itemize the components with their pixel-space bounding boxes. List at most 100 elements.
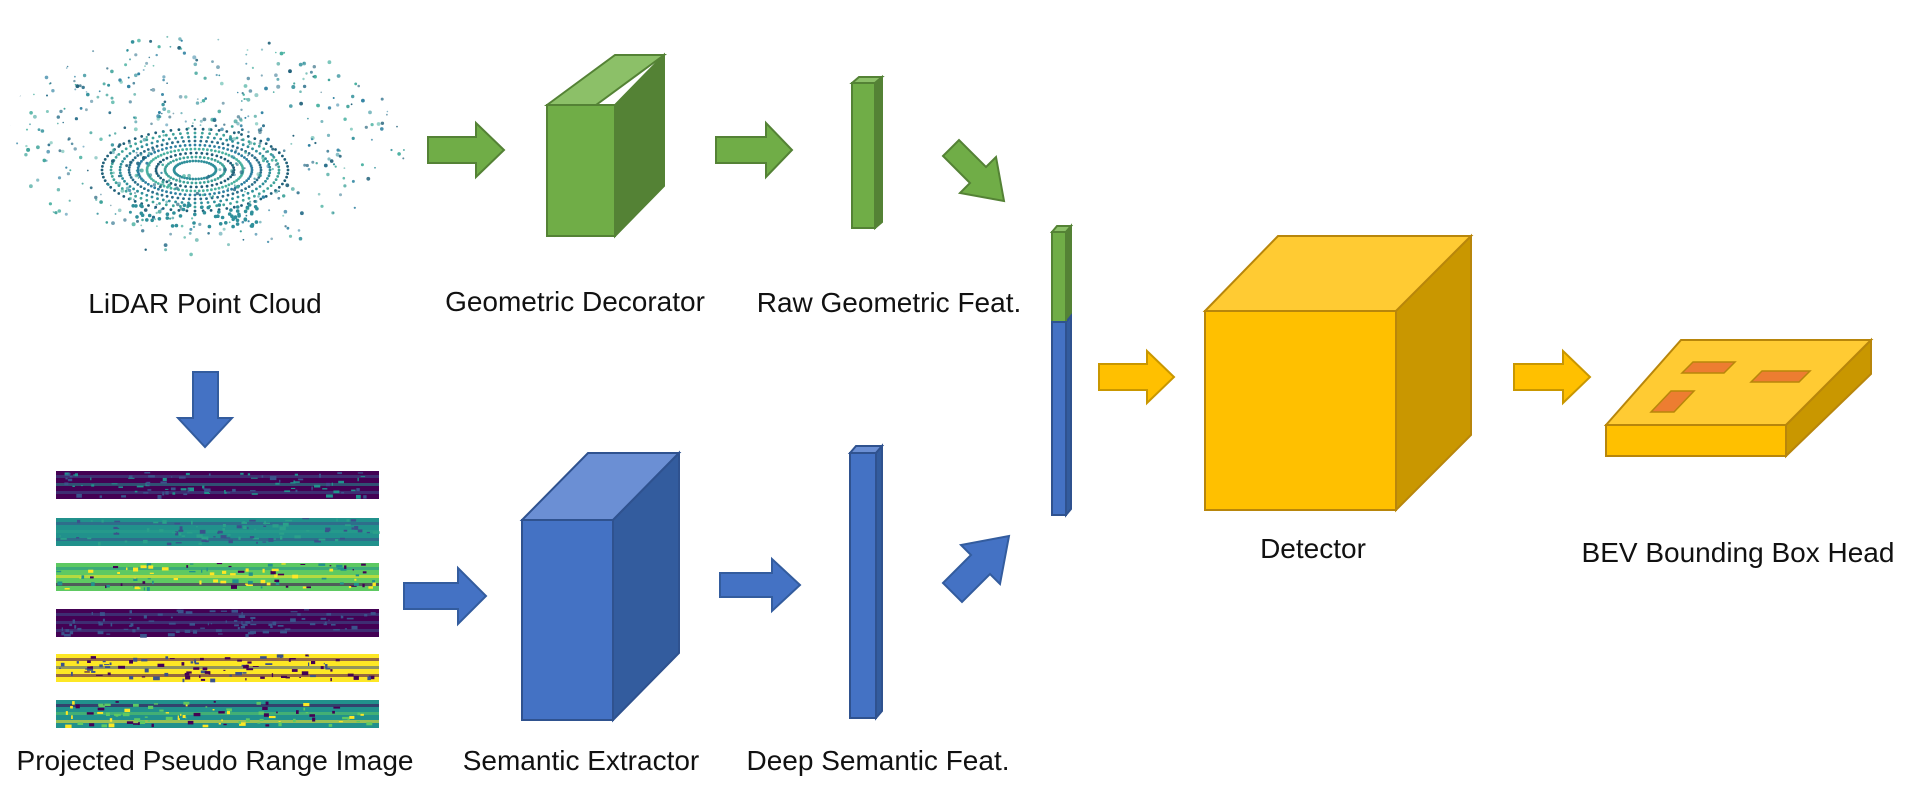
point-cloud-point: [151, 88, 156, 92]
point-cloud-point: [267, 41, 271, 45]
point-cloud-point: [264, 157, 267, 161]
point-cloud-point: [156, 140, 159, 143]
point-cloud-point: [191, 159, 195, 163]
point-cloud-point: [327, 157, 331, 161]
point-cloud-point: [210, 157, 214, 161]
point-cloud-point: [160, 193, 164, 197]
point-cloud-point: [132, 198, 135, 201]
point-cloud-point: [217, 109, 222, 114]
point-cloud-point: [169, 208, 173, 212]
point-cloud-point: [215, 132, 219, 136]
point-cloud-point: [142, 156, 146, 160]
range-image-stack: [56, 471, 380, 728]
point-cloud-point: [128, 188, 132, 193]
point-cloud-point: [261, 195, 266, 199]
point-cloud-point: [65, 166, 68, 169]
point-cloud-point: [219, 161, 222, 165]
point-cloud-point: [74, 83, 77, 86]
point-cloud-point: [351, 136, 355, 140]
point-cloud-point: [207, 224, 212, 229]
bounding-box-icon: [1749, 370, 1812, 383]
point-cloud-point: [231, 140, 234, 143]
point-cloud-point: [163, 100, 167, 104]
point-cloud-point: [164, 133, 168, 137]
point-cloud-point: [165, 180, 169, 184]
point-cloud-point: [146, 154, 150, 158]
point-cloud-point: [233, 119, 238, 124]
point-cloud-point: [157, 193, 160, 196]
point-cloud-point: [133, 156, 137, 160]
point-cloud-point: [165, 190, 168, 194]
point-cloud-point: [278, 190, 280, 193]
point-cloud-point: [137, 38, 141, 43]
point-cloud-point: [245, 53, 248, 56]
point-cloud-point: [251, 189, 254, 193]
point-cloud-point: [253, 137, 257, 141]
point-cloud-point: [220, 215, 225, 220]
point-cloud-point: [230, 125, 234, 128]
point-cloud-point: [326, 149, 330, 153]
point-cloud-point: [157, 217, 162, 221]
point-cloud-point: [179, 205, 182, 208]
point-cloud-point: [224, 221, 228, 225]
point-cloud-point: [315, 162, 318, 165]
point-cloud-point: [178, 192, 182, 196]
point-cloud-point: [284, 225, 287, 228]
point-cloud-point: [176, 140, 180, 144]
point-cloud-point: [64, 212, 68, 216]
point-cloud-point: [217, 210, 221, 214]
point-cloud-point: [206, 148, 209, 152]
point-cloud-point: [251, 147, 254, 151]
point-cloud-point: [174, 145, 177, 148]
point-cloud-point: [41, 227, 45, 230]
point-cloud-point: [338, 154, 342, 158]
point-cloud-point: [331, 211, 335, 215]
point-cloud-point: [81, 85, 85, 90]
point-cloud-point: [109, 151, 113, 155]
point-cloud-point: [199, 139, 203, 143]
point-cloud-point: [193, 201, 197, 205]
point-cloud-point: [146, 189, 150, 192]
point-cloud-point: [221, 173, 224, 177]
point-cloud-point: [246, 49, 249, 51]
point-cloud-point: [109, 185, 113, 189]
point-cloud-point: [264, 179, 267, 183]
point-cloud-point: [402, 157, 405, 160]
point-cloud-point: [360, 163, 364, 167]
point-cloud-point: [232, 166, 236, 170]
point-cloud-point: [166, 82, 168, 84]
point-cloud-point: [138, 175, 142, 178]
point-cloud-point: [112, 178, 116, 182]
point-cloud-point: [258, 142, 262, 145]
point-cloud-point: [185, 160, 189, 164]
point-cloud-point: [249, 164, 253, 168]
point-cloud-point: [199, 197, 203, 201]
point-cloud-point: [364, 125, 368, 129]
point-cloud-point: [202, 176, 206, 180]
point-cloud-point: [128, 210, 132, 214]
point-cloud-point: [182, 203, 187, 208]
bev-head-label: BEV Bounding Box Head: [1581, 537, 1895, 568]
point-cloud-point: [210, 153, 214, 157]
point-cloud-point: [193, 209, 197, 213]
point-cloud-point: [254, 232, 258, 236]
point-cloud-point: [195, 185, 198, 189]
point-cloud-point: [221, 185, 224, 189]
point-cloud-point: [229, 202, 232, 205]
point-cloud-point: [70, 142, 74, 146]
point-cloud-point: [266, 187, 270, 190]
point-cloud-point: [170, 224, 175, 228]
point-cloud-point: [303, 163, 307, 167]
point-cloud-point: [213, 187, 217, 191]
point-cloud-point: [152, 179, 155, 182]
point-cloud-point: [52, 211, 55, 214]
point-cloud-point: [231, 192, 235, 196]
point-cloud-point: [86, 169, 89, 172]
point-cloud-point: [256, 172, 261, 177]
point-cloud-point: [192, 122, 194, 124]
point-cloud-point: [259, 139, 263, 143]
point-cloud-point: [390, 148, 393, 152]
point-cloud-point: [169, 145, 173, 149]
point-cloud-point: [156, 155, 160, 158]
point-cloud-point: [216, 141, 220, 145]
